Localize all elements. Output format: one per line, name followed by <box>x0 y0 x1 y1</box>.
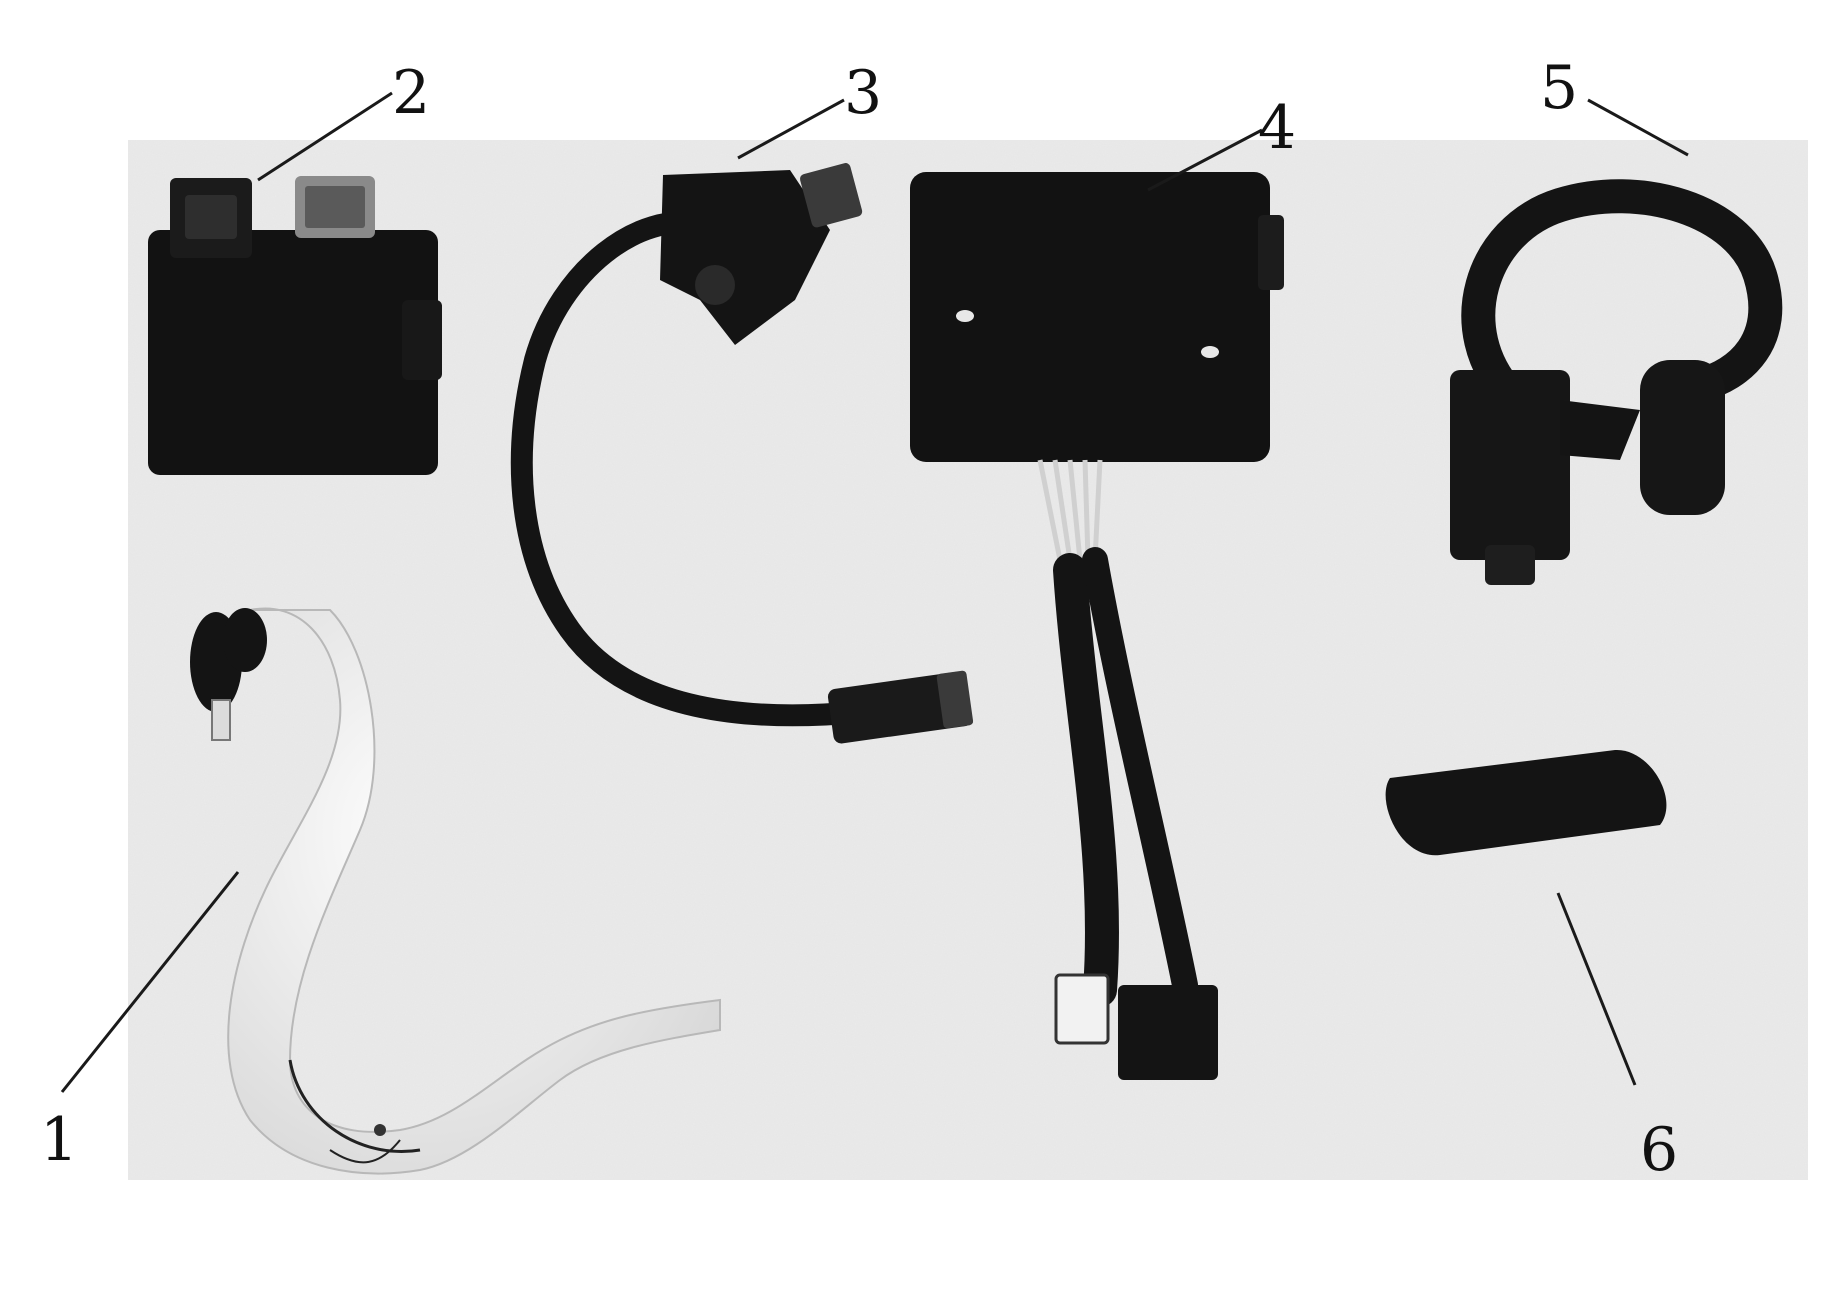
part-1-reservoir-tank-icon <box>190 607 721 1175</box>
part-3-pickup-coil-icon <box>510 163 974 744</box>
callout-number-1: 1 <box>40 1105 78 1175</box>
callout-number-3: 3 <box>844 58 882 128</box>
leader-line-4 <box>1147 128 1263 192</box>
leader-line-1 <box>60 871 240 1093</box>
leader-line-2 <box>257 91 393 182</box>
part-4-regulator-rectifier-icon <box>910 172 1284 1080</box>
part-5-starter-relay-icon <box>1450 179 1783 585</box>
callout-number-5: 5 <box>1540 53 1578 123</box>
leader-line-6 <box>1556 892 1637 1086</box>
callout-number-4: 4 <box>1258 93 1296 163</box>
leader-line-5 <box>1587 98 1689 157</box>
callout-number-2: 2 <box>392 58 430 128</box>
callout-number-6: 6 <box>1640 1115 1678 1185</box>
leader-line-3 <box>737 98 845 160</box>
part-6-rubber-pad-icon <box>1385 749 1667 856</box>
part-2-cdi-module-icon <box>148 176 442 475</box>
